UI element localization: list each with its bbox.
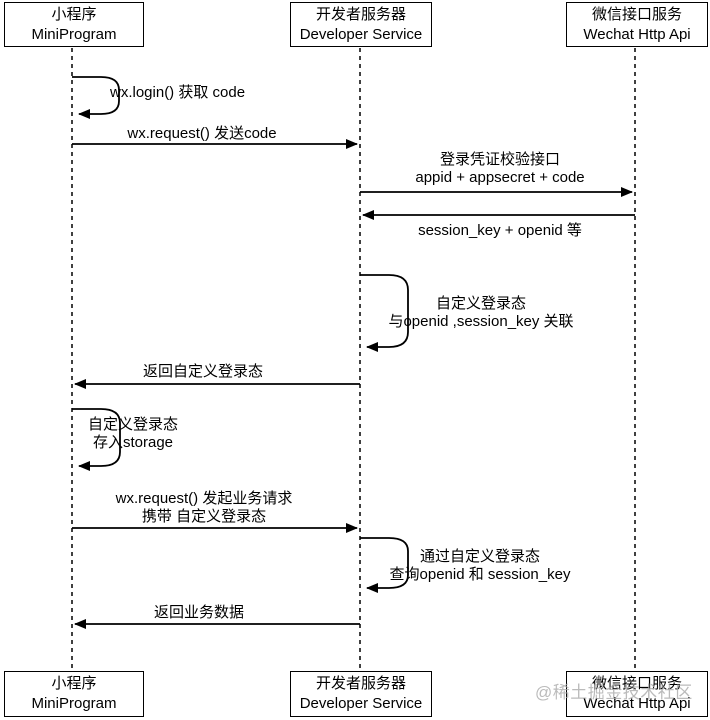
actor-top-miniprogram: 小程序 MiniProgram	[4, 2, 144, 47]
message-line: 查询openid 和 session_key	[389, 566, 571, 583]
message-line: wx.request() 发起业务请求	[115, 490, 293, 507]
actor-name-zh: 小程序	[51, 675, 97, 692]
message-label-custom-login-state: 自定义登录态 与openid ,session_key 关联	[388, 295, 573, 331]
message-label-store-storage: 自定义登录态 存入storage	[88, 416, 178, 452]
message-line: 通过自定义登录态	[419, 548, 540, 565]
message-label-session-key-return: session_key + openid 等	[418, 222, 582, 239]
message-label-wx-login: wx.login() 获取 code	[110, 84, 246, 101]
actor-name-zh: 开发者服务器	[315, 5, 406, 23]
actor-name-en: MiniProgram	[31, 25, 117, 43]
actor-name-en: Developer Service	[299, 25, 423, 43]
actor-name-en: Wechat Http Api	[583, 25, 691, 43]
message-line: 携带 自定义登录态	[141, 508, 267, 525]
actor-name-zh: 小程序	[51, 5, 97, 23]
message-line: 与openid ,session_key 关联	[388, 313, 574, 330]
actor-top-wechat-api: 微信接口服务 Wechat Http Api	[566, 2, 708, 47]
actor-name-en: Developer Service	[299, 695, 423, 712]
message-line: appid + appsecret + code	[415, 169, 585, 186]
self-loop-custom-login-state	[360, 274, 409, 352]
message-label-return-business-data: 返回业务数据	[153, 604, 245, 621]
message-line: 存入storage	[92, 434, 174, 451]
actor-bottom-miniprogram: 小程序 MiniProgram	[4, 671, 144, 717]
actor-bottom-wechat-api: 微信接口服务 Wechat Http Api	[566, 671, 708, 717]
self-loop-wx-login	[72, 76, 120, 119]
message-label-business-request: wx.request() 发起业务请求 携带 自定义登录态	[116, 490, 293, 526]
actor-name-zh: 微信接口服务	[591, 675, 682, 692]
actor-bottom-developer-service: 开发者服务器 Developer Service	[290, 671, 432, 717]
actor-name-en: Wechat Http Api	[583, 695, 691, 712]
actor-name-en: MiniProgram	[31, 695, 117, 712]
actor-top-developer-service: 开发者服务器 Developer Service	[290, 2, 432, 47]
message-line: 登录凭证校验接口	[439, 151, 561, 168]
message-label-return-login-state: 返回自定义登录态	[142, 363, 264, 380]
message-line: 自定义登录态	[87, 416, 179, 433]
message-label-code2session: 登录凭证校验接口 appid + appsecret + code	[415, 151, 584, 187]
message-line: 自定义登录态	[435, 295, 526, 312]
actor-name-zh: 微信接口服务	[591, 5, 682, 23]
self-loop-query-openid	[360, 537, 409, 593]
watermark-text: @稀土掘金技术社区	[535, 683, 693, 702]
message-label-send-code: wx.request() 发送code	[127, 125, 277, 142]
self-loop-store-storage	[72, 408, 121, 471]
actor-name-zh: 开发者服务器	[315, 675, 406, 692]
message-label-query-openid: 通过自定义登录态 查询openid 和 session_key	[390, 548, 571, 584]
